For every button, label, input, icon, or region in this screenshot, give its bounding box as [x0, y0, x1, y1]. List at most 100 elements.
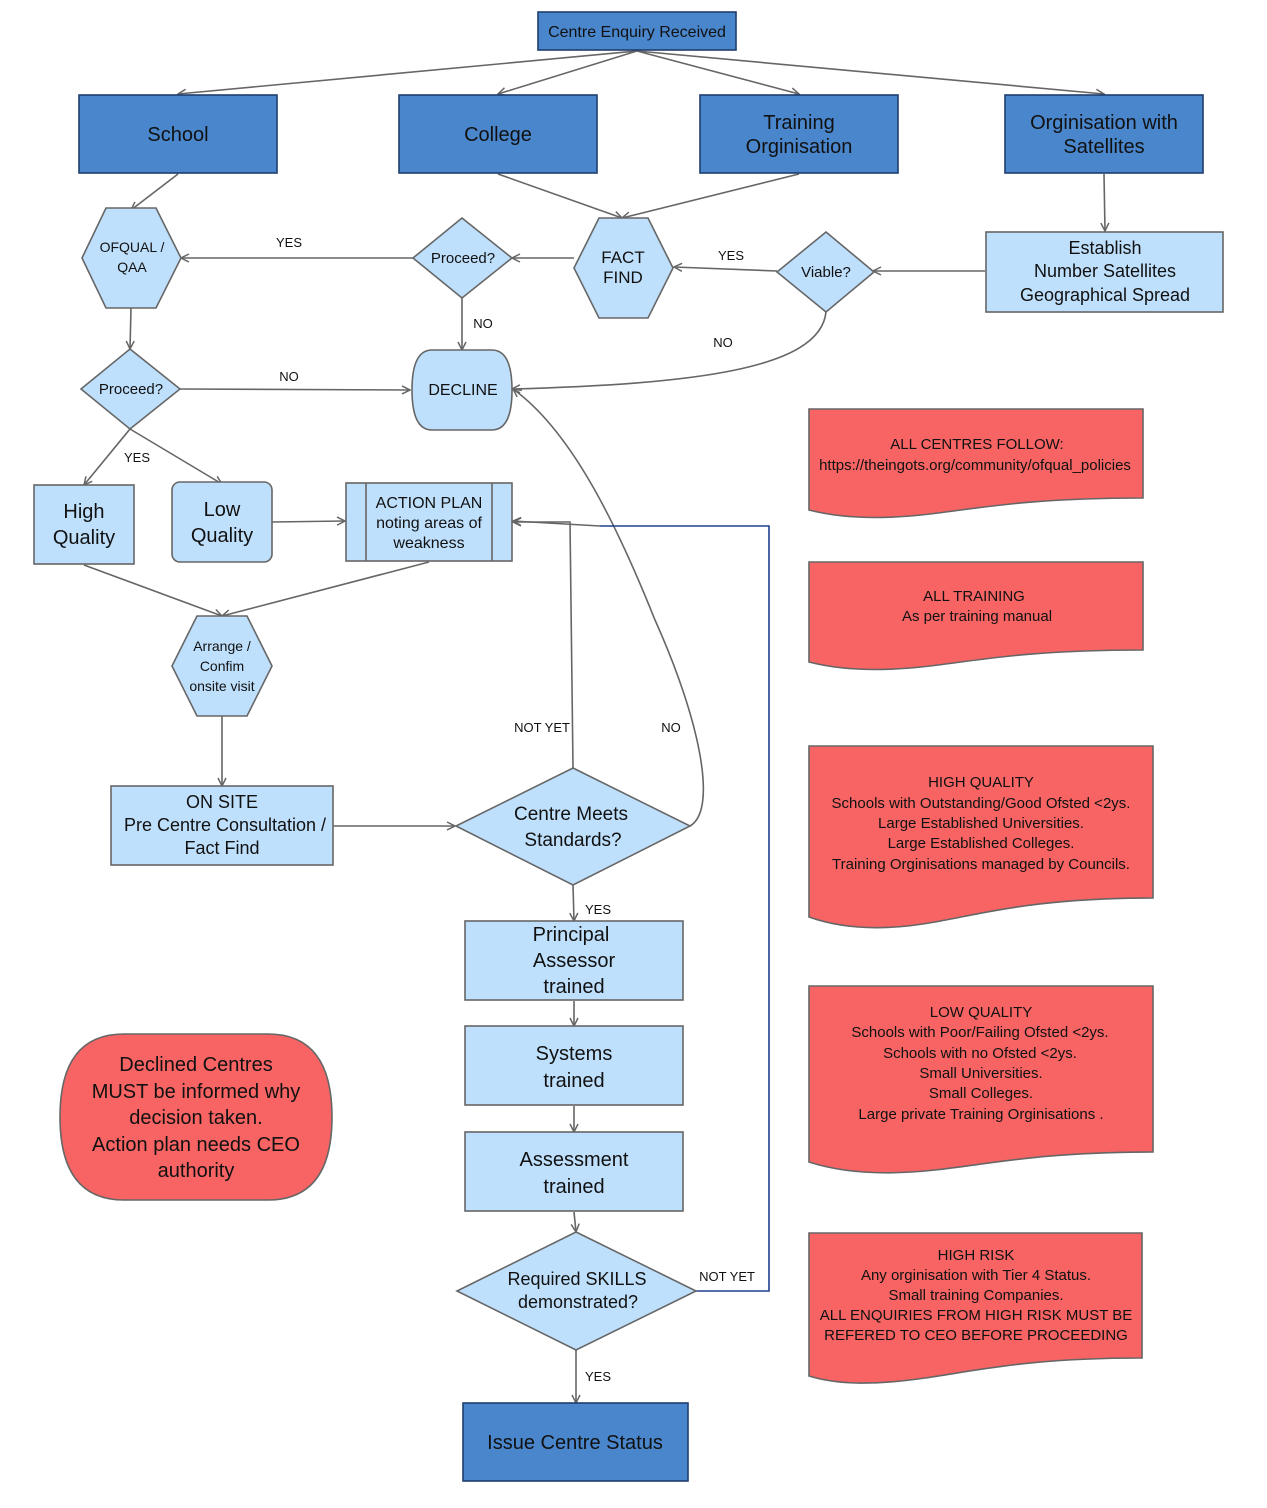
- on-site-label-1: ON SITE: [186, 792, 258, 812]
- all-centres-line-1: ALL CENTRES FOLLOW:: [890, 436, 1063, 453]
- label-notyet-skills: NOT YET: [699, 1269, 755, 1284]
- proceed-left-label: Proceed?: [99, 381, 163, 398]
- edge-meets-principal: [573, 884, 574, 921]
- edge-low-actionplan: [271, 521, 345, 522]
- decline-label: DECLINE: [428, 382, 497, 399]
- label-notyet-standards: NOT YET: [514, 720, 570, 735]
- arrange-visit-label-1: Arrange /: [193, 638, 251, 654]
- label-yes-standards: YES: [585, 902, 611, 917]
- high-quality-node: [33, 484, 135, 565]
- high-quality-note-line-4: Large Established Colleges.: [888, 835, 1075, 852]
- declined-note-line-5: authority: [158, 1160, 235, 1182]
- proceed-top-node: [411, 216, 514, 300]
- edges: [83, 50, 1105, 1403]
- declined-note: [59, 1033, 333, 1201]
- org-satellites-label-2: Satellites: [1063, 136, 1144, 158]
- edge-school-ofqual: [131, 173, 179, 210]
- low-quality-note-line-4: Small Universities.: [919, 1065, 1042, 1082]
- low-quality-note-line-1: LOW QUALITY: [930, 1004, 1033, 1021]
- principal-assessor-label-2: Assessor: [533, 950, 616, 972]
- declined-note-line-4: Action plan needs CEO: [92, 1134, 300, 1156]
- fact-find-node: [573, 217, 674, 319]
- label-no-proceed-left: NO: [279, 369, 299, 384]
- decline-node: [411, 349, 513, 431]
- all-training-note: [808, 561, 1144, 671]
- ofqual-label-2: QAA: [117, 259, 147, 275]
- meets-standards-label-2: Standards?: [524, 830, 621, 851]
- establish-label-2: Number Satellites: [1034, 261, 1176, 281]
- assessment-label-1: Assessment: [520, 1149, 629, 1171]
- high-quality-note-line-5: Training Orginisations managed by Counci…: [832, 856, 1130, 873]
- skills-label-1: Required SKILLS: [507, 1269, 646, 1289]
- edge-start-satellites: [636, 50, 1104, 94]
- principal-assessor-label-3: trained: [543, 976, 604, 998]
- high-risk-line-5: REFERED TO CEO BEFORE PROCEEDING: [824, 1327, 1128, 1344]
- edge-skills-actionplan-head: [513, 521, 601, 527]
- edge-labels: YES YES NO NO NO YES NOT YET NO YES NOT …: [124, 235, 755, 1384]
- label-no-standards: NO: [661, 720, 681, 735]
- systems-label-2: trained: [543, 1070, 604, 1092]
- edge-training-factfind: [622, 173, 800, 218]
- edge-start-college: [498, 50, 638, 94]
- principal-assessor-node: [464, 920, 684, 1001]
- low-quality-note-line-5: Small Colleges.: [929, 1085, 1033, 1102]
- high-risk-line-1: HIGH RISK: [938, 1247, 1015, 1264]
- start-node-label: Centre Enquiry Received: [548, 24, 726, 41]
- low-quality-label-2: Quality: [191, 525, 253, 547]
- college-node: [398, 94, 598, 174]
- edge-proceedleft-high: [84, 428, 131, 485]
- declined-note-line-1: Declined Centres: [119, 1054, 272, 1076]
- edge-proceedleft-low: [129, 428, 222, 484]
- action-plan-label-2: noting areas of: [376, 515, 482, 532]
- low-quality-node: [171, 481, 273, 563]
- on-site-node: [110, 785, 334, 866]
- low-quality-note-line-3: Schools with no Ofsted <2ys.: [883, 1045, 1077, 1062]
- label-yes-factfind: YES: [718, 248, 744, 263]
- fact-find-label-2: FIND: [603, 268, 643, 287]
- all-centres-note: [808, 408, 1144, 519]
- edge-meets-decline: [513, 389, 705, 827]
- edge-actionplan-arrange: [222, 561, 430, 616]
- arrange-visit-label-2: Confim: [200, 658, 244, 674]
- on-site-label-3: Fact Find: [184, 838, 259, 858]
- ofqual-node: [81, 207, 182, 309]
- edge-start-school: [178, 50, 638, 94]
- fact-find-label-1: FACT: [601, 248, 644, 267]
- training-org-label-2: Orginisation: [746, 136, 853, 158]
- meets-standards-node: [454, 767, 692, 886]
- edge-high-arrange: [83, 564, 222, 616]
- issue-status-label: Issue Centre Status: [487, 1432, 663, 1454]
- on-site-label-2: Pre Centre Consultation /: [124, 815, 326, 835]
- low-quality-note: [808, 985, 1154, 1174]
- declined-note-line-2: MUST be informed why: [92, 1081, 301, 1103]
- ofqual-label-1: OFQUAL /: [100, 239, 165, 255]
- action-plan-label-1: ACTION PLAN: [376, 495, 483, 512]
- systems-node: [464, 1025, 684, 1106]
- skills-node: [455, 1231, 698, 1351]
- proceed-top-label: Proceed?: [431, 250, 495, 267]
- high-risk-line-2: Any orginisation with Tier 4 Status.: [861, 1267, 1091, 1284]
- all-training-line-2: As per training manual: [902, 608, 1052, 625]
- edge-start-training: [636, 50, 799, 94]
- high-risk-line-3: Small training Companies.: [888, 1287, 1063, 1304]
- meets-standards-label-1: Centre Meets: [514, 804, 628, 825]
- high-quality-label-2: Quality: [53, 527, 115, 549]
- low-quality-label-1: Low: [204, 499, 241, 521]
- establish-label-3: Geographical Spread: [1020, 285, 1190, 305]
- school-node: [78, 94, 278, 174]
- edge-viable-decline: [512, 311, 827, 389]
- edge-proceedleft-decline: [179, 389, 410, 390]
- training-org-label-1: Training: [763, 112, 835, 134]
- action-plan-label-3: weakness: [392, 535, 464, 552]
- declined-note-line-3: decision taken.: [129, 1107, 262, 1129]
- label-no-viable: NO: [713, 335, 733, 350]
- viable-label: Viable?: [801, 264, 851, 281]
- high-quality-note-line-2: Schools with Outstanding/Good Ofsted <2y…: [832, 795, 1131, 812]
- high-quality-note-line-1: HIGH QUALITY: [928, 774, 1034, 791]
- establish-label-1: Establish: [1068, 238, 1141, 258]
- viable-node: [775, 230, 876, 314]
- high-quality-note-line-3: Large Established Universities.: [878, 815, 1084, 832]
- proceed-left-node: [79, 347, 182, 431]
- low-quality-note-line-6: Large private Training Orginisations .: [858, 1106, 1103, 1123]
- label-yes-proceed-left: YES: [124, 450, 150, 465]
